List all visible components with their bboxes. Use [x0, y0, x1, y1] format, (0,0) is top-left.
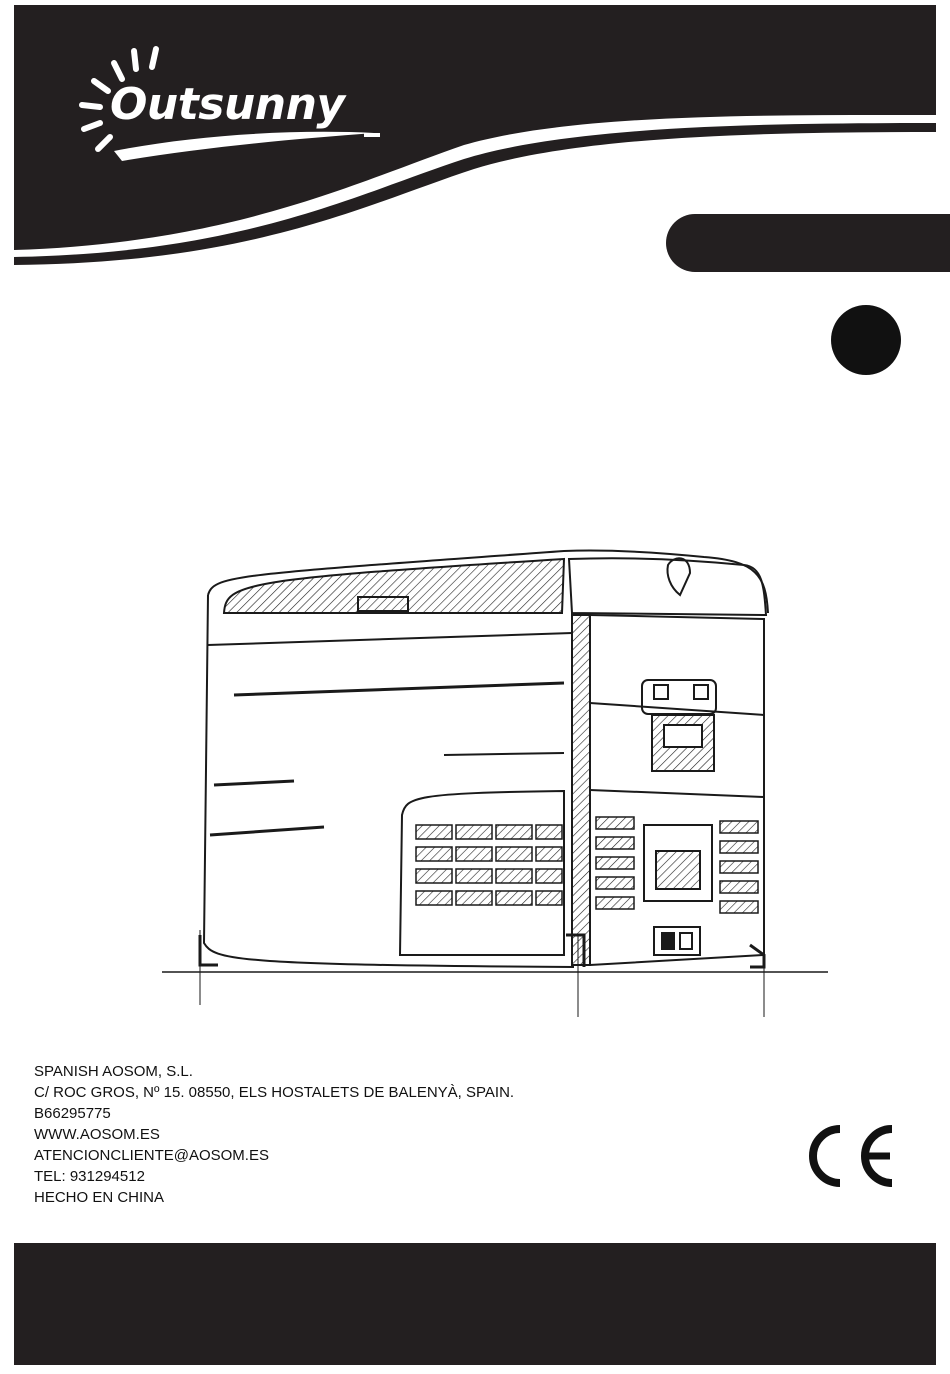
- company-email: ATENCIONCLIENTE@AOSOM.ES: [34, 1145, 514, 1166]
- manual-cover: Outsunny: [14, 5, 936, 1365]
- company-tax-id: B66295775: [34, 1103, 514, 1124]
- brand-name: Outsunny: [110, 79, 345, 130]
- company-website: WWW.AOSOM.ES: [34, 1124, 514, 1145]
- model-tab: [666, 214, 950, 272]
- portable-fridge-illustration: [144, 535, 834, 1025]
- language-dot: [831, 305, 901, 375]
- company-address: C/ ROC GROS, Nº 15. 08550, ELS HOSTALETS…: [34, 1082, 514, 1103]
- brand-logo: Outsunny: [74, 43, 404, 173]
- ce-mark-icon: [796, 1121, 896, 1191]
- origin-note: HECHO EN CHINA: [34, 1187, 514, 1208]
- company-phone: TEL: 931294512: [34, 1166, 514, 1187]
- company-info: SPANISH AOSOM, S.L. C/ ROC GROS, Nº 15. …: [34, 1061, 514, 1208]
- company-name: SPANISH AOSOM, S.L.: [34, 1061, 514, 1082]
- footer-band: [14, 1243, 936, 1365]
